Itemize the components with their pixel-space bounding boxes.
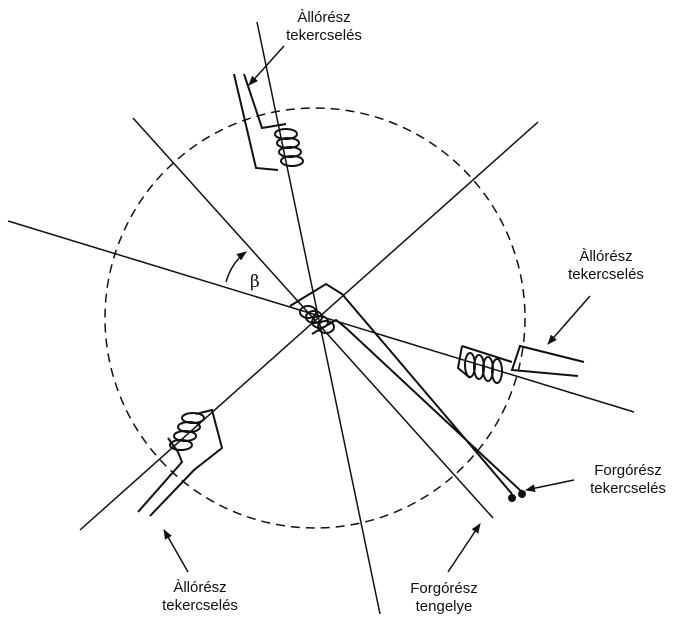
stator-winding-top	[233, 73, 304, 171]
stator-axis-line-c	[79, 121, 539, 531]
arrow-rotor-axis	[447, 523, 481, 573]
stator-label-right: Àllórész tekercselés	[556, 248, 656, 284]
stator-winding-bottom	[137, 408, 224, 517]
stator-label-right-line1: Àllórész	[579, 248, 633, 265]
rotor-axis-label: Forgórész tengelye	[396, 580, 492, 616]
stator-label-bottom-line2: tekercselés	[162, 597, 238, 614]
stator-label-top-line2: tekercselés	[286, 27, 362, 44]
rotor-winding	[289, 282, 526, 502]
angle-beta-label: β	[250, 272, 260, 292]
stator-label-bottom-line1: Àllórész	[173, 579, 227, 596]
rotor-winding-label-line2: tekercselés	[590, 480, 666, 497]
rotor-axis-label-line2: tengelye	[415, 598, 473, 615]
arrow-stator-bottom	[163, 529, 189, 573]
stator-label-right-line2: tekercselés	[568, 266, 644, 283]
rotor-axis-label-line1: Forgórész	[410, 580, 478, 597]
rotor-winding-label: Forgórész tekercselés	[578, 462, 678, 498]
dashed-circle	[104, 107, 526, 529]
stator-label-bottom: Àllórész tekercselés	[150, 579, 250, 615]
arrow-rotor-winding	[525, 479, 575, 493]
stator-winding-right	[456, 344, 585, 384]
stator-label-top-line1: Àllórész	[297, 9, 351, 26]
arrow-stator-right	[547, 295, 591, 345]
stator-label-top: Àllórész tekercselés	[276, 9, 372, 45]
angle-beta-arc	[225, 251, 247, 283]
arrow-stator-top	[248, 45, 285, 86]
rotor-winding-label-line1: Forgórész	[594, 462, 662, 479]
